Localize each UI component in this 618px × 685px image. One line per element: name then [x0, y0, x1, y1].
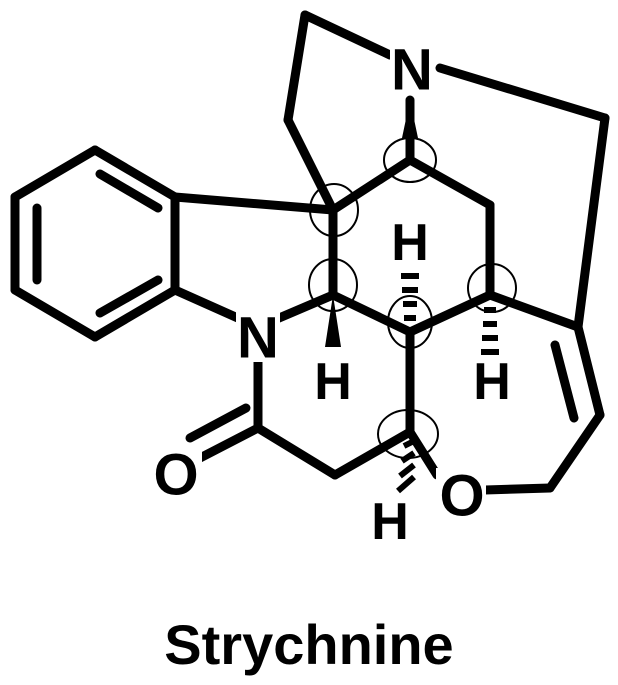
bond-c6-c5: [283, 10, 310, 125]
hash-c13-h: [401, 273, 419, 321]
bond-c16-c7: [328, 155, 415, 215]
stereo-bonds: [325, 100, 499, 494]
bond-c10-c11: [253, 423, 340, 480]
bond-ar4: [10, 285, 100, 342]
bond-alkene-inner: [550, 340, 579, 423]
bond-ar-inner1: [95, 169, 163, 213]
bond-c7-c6: [283, 115, 338, 215]
atom-n-left: N: [237, 306, 279, 371]
core-bonds: [170, 95, 583, 437]
stereo-circle-c12: [377, 409, 439, 459]
wedge-c8-h: [325, 295, 341, 347]
strychnine-skeleton: N N O O H H H H: [10, 10, 610, 551]
atom-h-c12: H: [371, 493, 409, 551]
atom-o-carbonyl: O: [153, 443, 198, 508]
atom-labels: N N O O H H H H: [152, 38, 511, 551]
bond-c11-c12: [330, 427, 415, 480]
pyrrolidine-ring: [283, 10, 395, 215]
stereo-circle-c8: [308, 258, 358, 312]
bond-c7a-c7: [170, 192, 338, 215]
bond-c8-c13: [328, 290, 415, 337]
atom-o-ether: O: [439, 464, 484, 529]
bond-c10-o-b: [185, 403, 251, 443]
molecule-name: Strychnine: [164, 613, 454, 676]
bond-c10-o-a: [195, 423, 263, 463]
bond-c5-n4: [300, 10, 395, 60]
bond-c20-c19: [573, 322, 605, 420]
bond-ar-inner2: [95, 275, 163, 318]
hash-c12-h: [396, 438, 416, 494]
bond-c14-c20: [485, 290, 583, 332]
atom-n-top: N: [391, 38, 433, 103]
stereocenter-marks: [308, 137, 517, 459]
bond-ar3: [90, 285, 180, 342]
bond-ar6: [10, 145, 100, 202]
bond-c21-c20: [573, 113, 610, 332]
bond-c15-c16: [405, 155, 495, 210]
bond-c13-c14: [405, 290, 495, 337]
bond-ar1: [90, 145, 180, 202]
stereo-circle-c16: [383, 137, 437, 183]
benzene-ring: [10, 145, 180, 342]
stereo-circle-c13: [387, 295, 433, 349]
atom-h-c13: H: [391, 214, 429, 272]
hash-c14-h: [481, 307, 499, 355]
piperidine-bridge: [435, 63, 610, 332]
bond-c19-c18: [545, 410, 605, 493]
atom-h-c8: H: [314, 353, 352, 411]
wedge-c16-n4: [402, 100, 418, 138]
bond-n4-c21: [435, 63, 610, 123]
lactam-ring: [185, 322, 415, 480]
bond-c18-o: [480, 483, 555, 495]
stereo-circle-c14: [467, 263, 517, 313]
atom-h-c14: H: [473, 353, 511, 411]
stereo-circle-c7: [309, 183, 359, 237]
